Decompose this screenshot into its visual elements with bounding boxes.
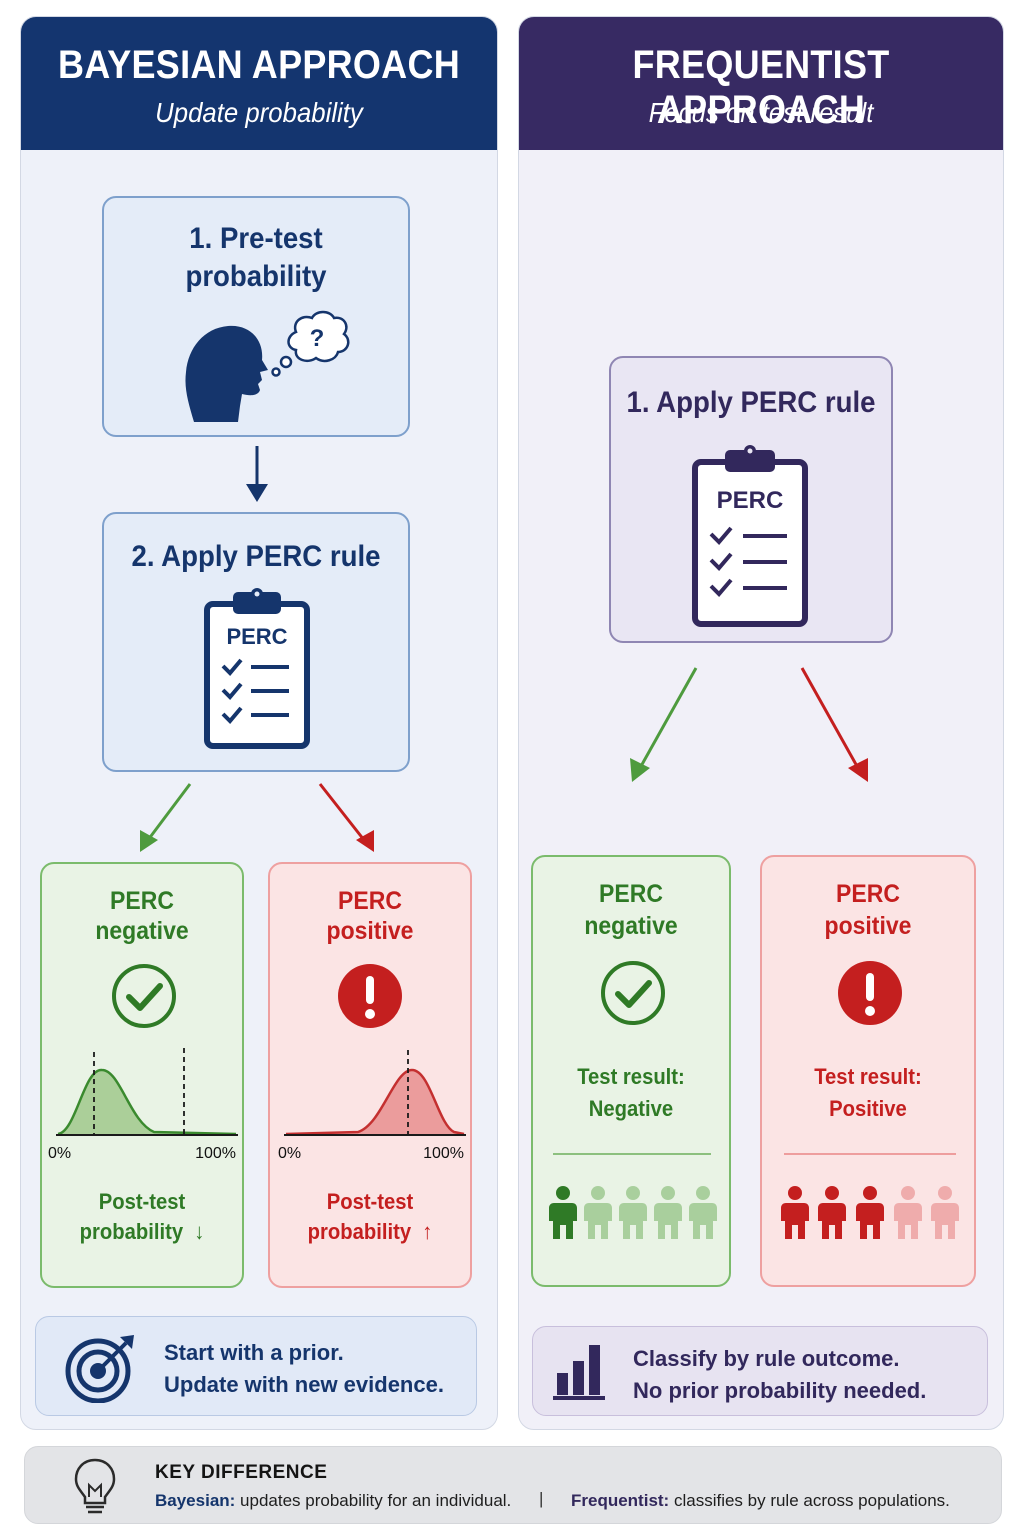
freq-pos-people bbox=[776, 1185, 964, 1245]
freq-positive-box: PERC positive Test result: Positive bbox=[760, 855, 976, 1287]
bayes-step1-line1: 1. Pre-test bbox=[189, 222, 323, 255]
footer-bayes-label: Bayesian: bbox=[155, 1491, 236, 1510]
bayes-neg-post2: probability bbox=[79, 1219, 184, 1244]
footer-freq-label: Frequentist: bbox=[571, 1491, 670, 1510]
freq-step1-box: 1. Apply PERC rule PERC bbox=[609, 356, 893, 643]
person-icon bbox=[931, 1186, 960, 1239]
person-icon bbox=[583, 1186, 612, 1239]
person-icon bbox=[619, 1186, 647, 1239]
clipboard-checklist-icon: PERC bbox=[204, 588, 310, 749]
clipboard-checklist-icon: PERC bbox=[692, 445, 808, 627]
bar-chart-icon bbox=[553, 1345, 605, 1400]
bayes-neg-post1: Post-test bbox=[98, 1189, 186, 1214]
divider bbox=[553, 1153, 711, 1155]
person-icon bbox=[818, 1186, 847, 1239]
bayes-positive-box: PERC positive 0% 100% Post-test probabil… bbox=[268, 862, 472, 1288]
distribution-curve-low bbox=[56, 1048, 238, 1136]
freq-step1-label: 1. Apply PERC rule bbox=[626, 386, 876, 419]
freq-pos-result2: Positive bbox=[829, 1096, 907, 1121]
green-down-left-arrow-icon bbox=[630, 667, 698, 782]
red-down-right-arrow-icon bbox=[800, 667, 868, 782]
person-icon bbox=[654, 1186, 683, 1239]
check-circle-icon bbox=[112, 964, 176, 1028]
bayes-neg-axis-max: 100% bbox=[195, 1145, 236, 1162]
bayes-pos-axis-max: 100% bbox=[423, 1145, 464, 1162]
bayes-step2-box: 2. Apply PERC rule PERC bbox=[102, 512, 410, 772]
bayes-summary-line2: Update with new evidence. bbox=[164, 1372, 444, 1397]
person-icon bbox=[893, 1186, 922, 1239]
alert-circle-icon bbox=[838, 961, 902, 1025]
bayes-pos-post2-row: probability ↑ bbox=[278, 1218, 462, 1246]
bayes-pos-line2: positive bbox=[326, 917, 414, 945]
frequentist-title: FREQUENTIST APPROACH bbox=[632, 43, 890, 132]
bayes-step2-label: 2. Apply PERC rule bbox=[131, 540, 381, 573]
distribution-curve-high bbox=[284, 1050, 466, 1136]
bayes-neg-axis-min: 0% bbox=[48, 1145, 72, 1162]
svg-text:?: ? bbox=[310, 325, 325, 352]
key-difference-heading: KEY DIFFERENCE bbox=[155, 1462, 328, 1483]
target-icon bbox=[65, 1335, 134, 1403]
freq-negative-box: PERC negative Test result: Negative bbox=[531, 855, 731, 1287]
bayes-pos-post2: probability bbox=[307, 1219, 412, 1244]
freq-neg-people bbox=[545, 1185, 721, 1245]
freq-summary-line2: No prior probability needed. bbox=[633, 1378, 927, 1403]
bayes-pos-line1: PERC bbox=[338, 887, 402, 915]
bayes-clipboard-label: PERC bbox=[226, 624, 287, 649]
bayesian-subtitle: Update probability bbox=[155, 97, 363, 128]
freq-pos-result1: Test result: bbox=[814, 1064, 922, 1089]
arrow-up-icon: ↑ bbox=[422, 1219, 433, 1244]
bayes-neg-line2: negative bbox=[95, 917, 189, 945]
lightbulb-icon bbox=[74, 1458, 116, 1514]
bayesian-title: BAYESIAN APPROACH bbox=[57, 43, 460, 87]
thinking-head-icon: ? bbox=[185, 310, 350, 422]
frequentist-subtitle: Focus on test result bbox=[648, 97, 874, 128]
person-icon bbox=[856, 1186, 884, 1239]
bayes-summary-box: Start with a prior. Update with new evid… bbox=[35, 1316, 477, 1416]
person-icon bbox=[548, 1186, 577, 1239]
freq-neg-result1: Test result: bbox=[577, 1064, 685, 1089]
bayesian-header: BAYESIAN APPROACH Update probability bbox=[21, 17, 497, 150]
divider bbox=[784, 1153, 956, 1155]
bayes-step1-box: 1. Pre-test probability ? bbox=[102, 196, 410, 437]
down-arrow-icon bbox=[246, 446, 268, 502]
red-down-right-arrow-icon bbox=[318, 783, 374, 852]
freq-neg-line1: PERC bbox=[599, 880, 663, 908]
bayes-negative-box: PERC negative 0% 100% Post-test probabil… bbox=[40, 862, 244, 1288]
bayes-step1-line2: probability bbox=[185, 260, 327, 293]
arrow-down-icon: ↓ bbox=[194, 1219, 205, 1244]
check-circle-icon bbox=[601, 961, 665, 1025]
bayes-summary-line1: Start with a prior. bbox=[164, 1340, 344, 1365]
alert-circle-icon bbox=[338, 964, 402, 1028]
freq-pos-line1: PERC bbox=[836, 880, 900, 908]
footer-freq-row: Frequentist: classifies by rule across p… bbox=[571, 1491, 950, 1511]
footer-freq-text: classifies by rule across populations. bbox=[669, 1491, 950, 1510]
person-icon bbox=[780, 1186, 809, 1239]
freq-neg-line2: negative bbox=[584, 912, 678, 940]
green-down-left-arrow-icon bbox=[140, 783, 192, 852]
freq-clipboard-label: PERC bbox=[717, 487, 784, 514]
freq-pos-line2: positive bbox=[824, 912, 912, 940]
bayes-pos-axis-min: 0% bbox=[278, 1145, 302, 1162]
freq-neg-result2: Negative bbox=[588, 1096, 674, 1121]
bayes-neg-post2-row: probability ↓ bbox=[50, 1218, 234, 1246]
bayes-pos-post1: Post-test bbox=[326, 1189, 414, 1214]
footer-separator: | bbox=[539, 1489, 544, 1508]
person-icon bbox=[689, 1186, 718, 1239]
frequentist-header: FREQUENTIST APPROACH Focus on test resul… bbox=[519, 17, 1003, 150]
freq-summary-line1: Classify by rule outcome. bbox=[633, 1346, 900, 1371]
footer-bayes-text: updates probability for an individual. bbox=[235, 1491, 512, 1510]
freq-summary-box: Classify by rule outcome. No prior proba… bbox=[532, 1326, 988, 1416]
footer-bayes-row: Bayesian: updates probability for an ind… bbox=[155, 1491, 511, 1511]
key-difference-footer: KEY DIFFERENCE Bayesian: updates probabi… bbox=[24, 1446, 1002, 1524]
bayes-neg-line1: PERC bbox=[110, 887, 174, 915]
